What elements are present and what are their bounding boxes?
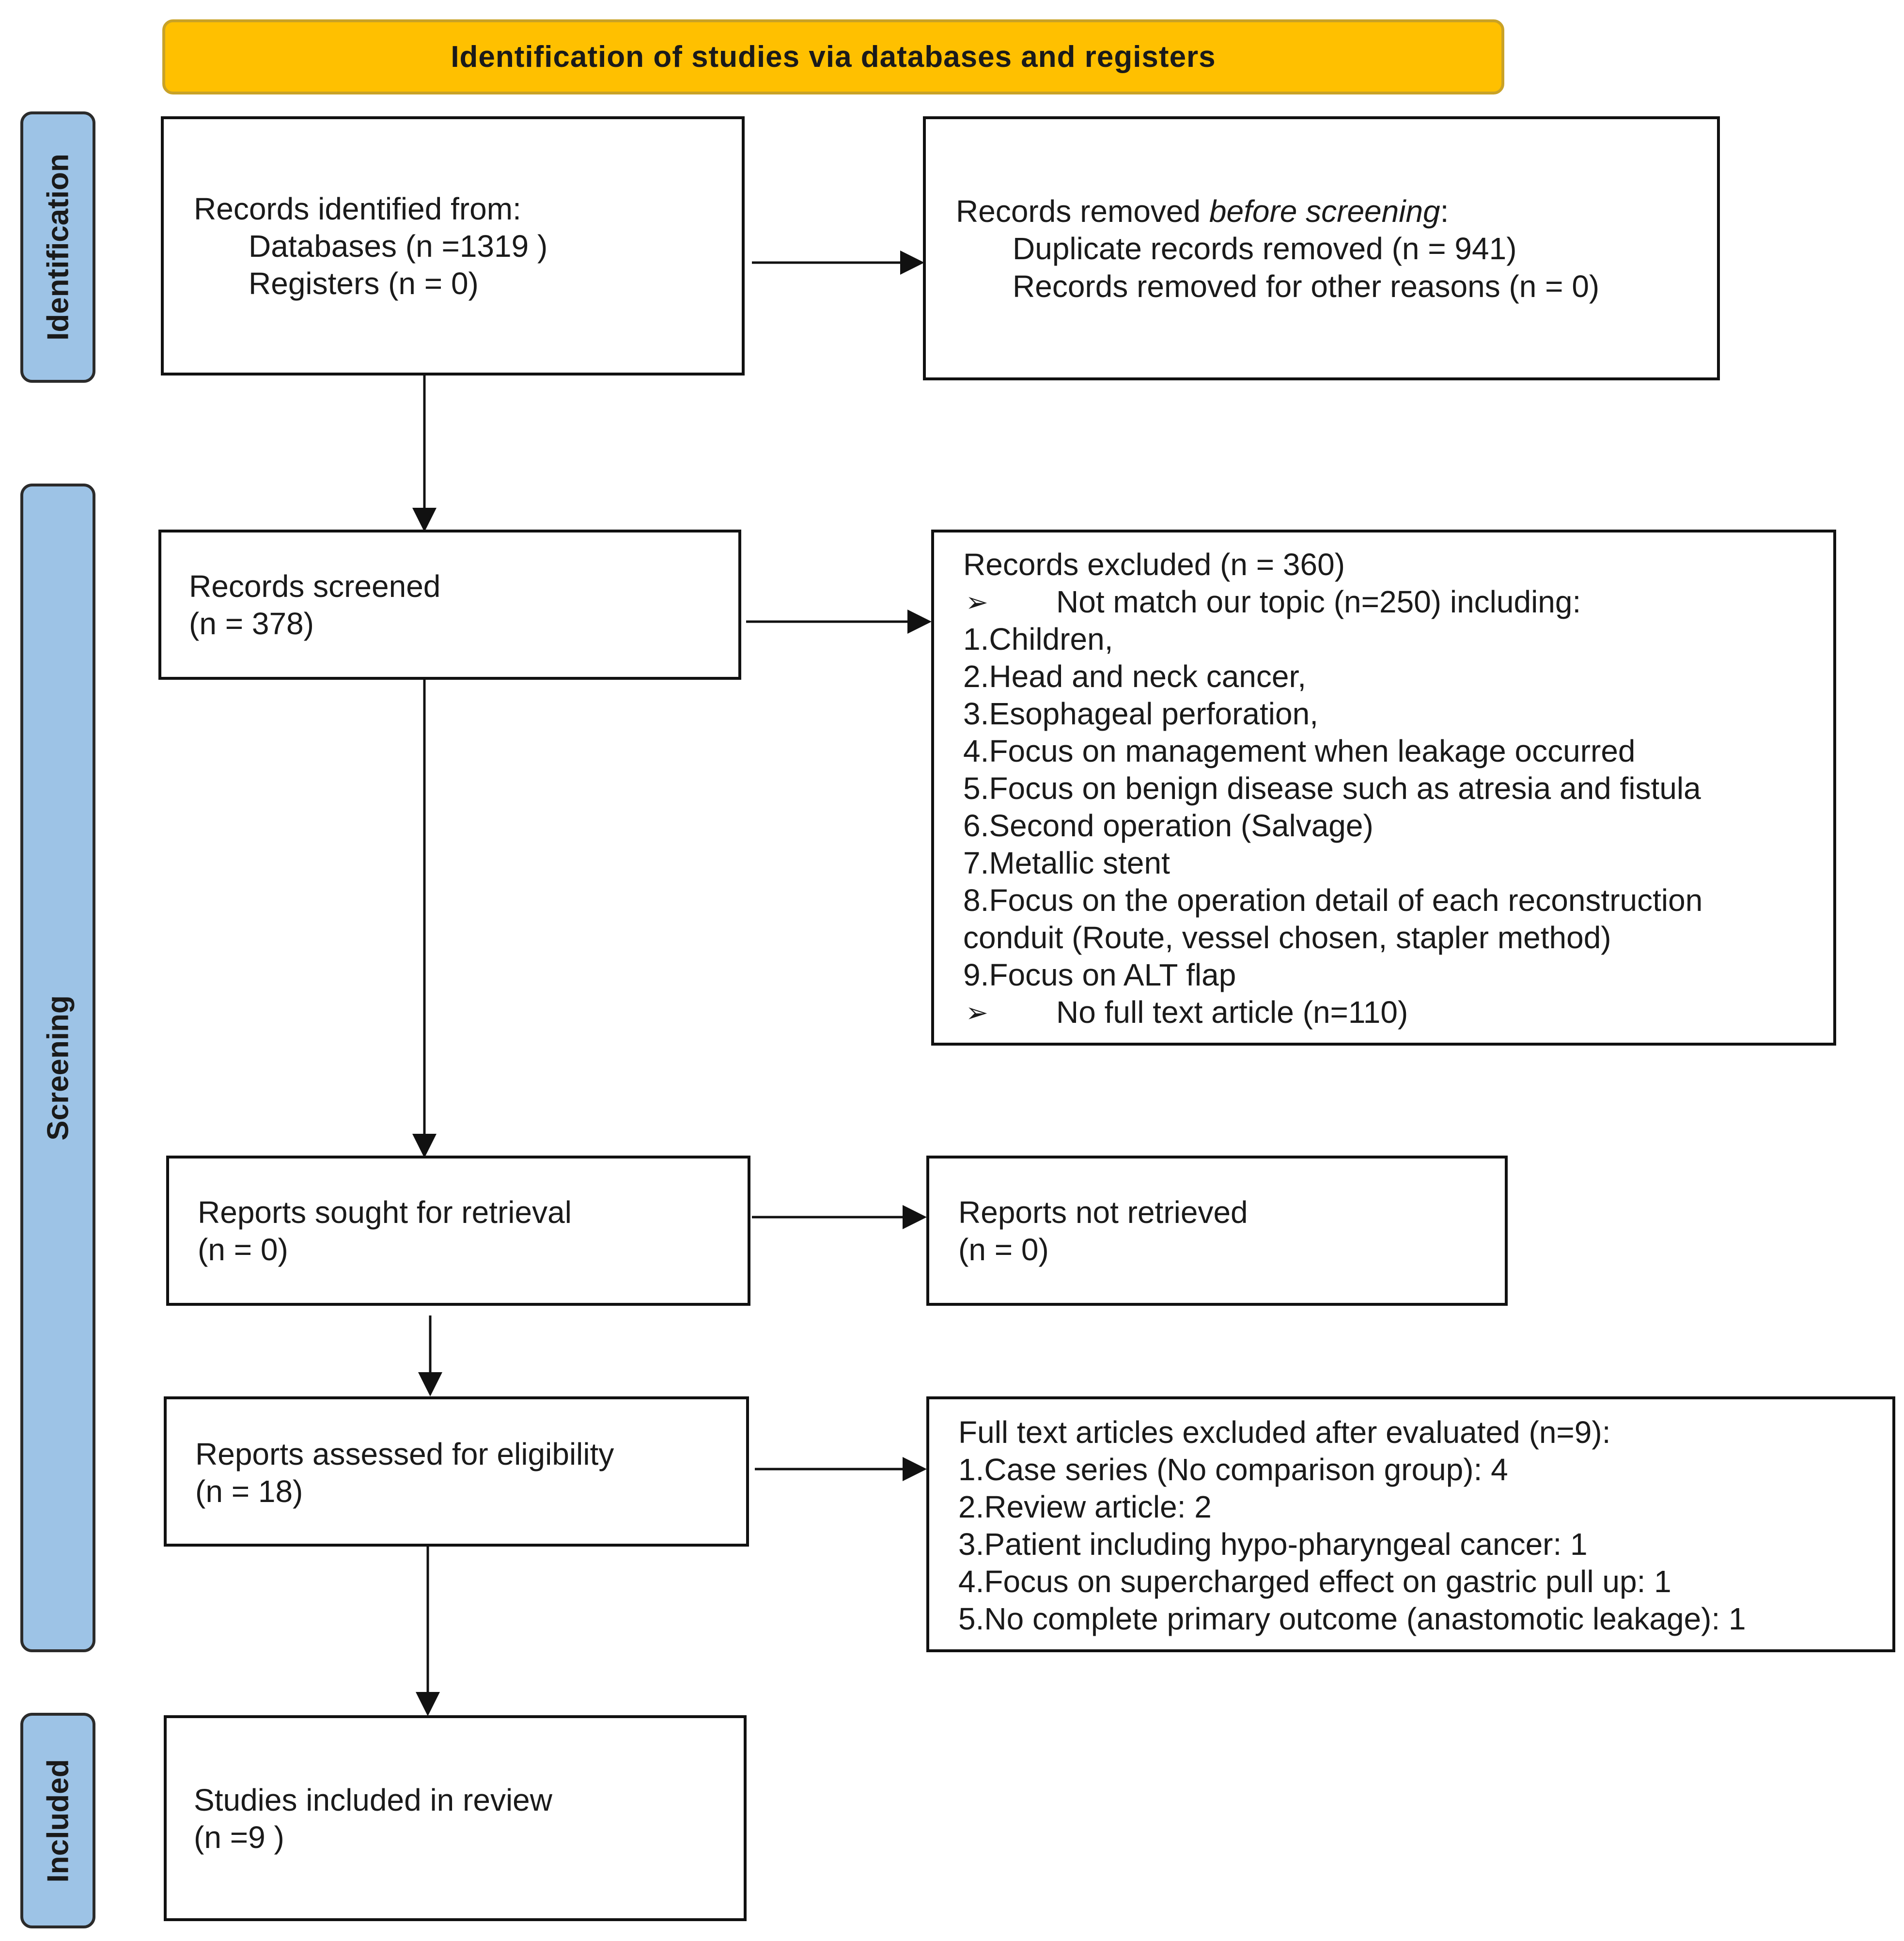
studies-included-box bbox=[164, 1715, 747, 1921]
arrowhead-right bbox=[903, 1205, 927, 1229]
arrowhead-down bbox=[412, 508, 437, 532]
records-screened-label: Records screened bbox=[189, 569, 441, 604]
phase-included: Included bbox=[20, 1713, 95, 1928]
reports-not-retrieved-label: Reports not retrieved bbox=[958, 1195, 1248, 1230]
fulltext-excluded-item: 3.Patient including hypo-pharyngeal canc… bbox=[958, 1527, 1588, 1562]
phase-screening: Screening bbox=[20, 484, 95, 1652]
excluded-topic: Not match our topic (n=250) including: bbox=[1056, 584, 1581, 619]
fulltext-excluded-box bbox=[926, 1396, 1895, 1652]
excluded-item: conduit (Route, vessel chosen, stapler m… bbox=[963, 920, 1611, 955]
records-removed-heading: Records removed before screening: bbox=[956, 193, 1449, 230]
phase-identification: Identification bbox=[20, 111, 95, 383]
arrowhead-right bbox=[900, 250, 924, 275]
records-identified-heading: Records identified from: bbox=[194, 191, 521, 226]
studies-included-label: Studies included in review bbox=[194, 1783, 552, 1817]
records-removed-heading-em: before screening bbox=[1209, 194, 1440, 229]
excluded-item: 2.Head and neck cancer, bbox=[963, 659, 1307, 694]
arrowhead-right bbox=[907, 610, 932, 634]
records-excluded-heading: Records excluded (n = 360) bbox=[963, 547, 1345, 582]
fulltext-excluded-item: 2.Review article: 2 bbox=[958, 1489, 1212, 1524]
records-removed-box bbox=[923, 116, 1720, 380]
records-screened-count: (n = 378) bbox=[189, 606, 314, 641]
excluded-item: 9.Focus on ALT flap bbox=[963, 957, 1236, 992]
excluded-item: 6.Second operation (Salvage) bbox=[963, 808, 1373, 843]
records-removed-heading-pre: Records removed bbox=[956, 194, 1209, 229]
fulltext-excluded-item: 4.Focus on supercharged effect on gastri… bbox=[958, 1564, 1671, 1599]
arrowhead-down bbox=[416, 1692, 440, 1716]
fulltext-excluded-item: 1.Case series (No comparison group): 4 bbox=[958, 1452, 1508, 1487]
excluded-item: 4.Focus on management when leakage occur… bbox=[963, 734, 1636, 768]
fulltext-excluded-item: 5.No complete primary outcome (anastomot… bbox=[958, 1601, 1746, 1636]
reports-sought-label: Reports sought for retrieval bbox=[198, 1195, 572, 1230]
section-banner: Identification of studies via databases … bbox=[162, 19, 1504, 94]
records-removed-other: Records removed for other reasons (n = 0… bbox=[1013, 269, 1600, 304]
bullet-arrow-icon: ➢ bbox=[966, 587, 988, 617]
excluded-item: 5.Focus on benign disease such as atresi… bbox=[963, 771, 1701, 806]
arrowhead-down bbox=[418, 1372, 442, 1396]
studies-included-count: (n =9 ) bbox=[194, 1820, 284, 1855]
arrowhead-right bbox=[903, 1457, 927, 1481]
reports-assessed-label: Reports assessed for eligibility bbox=[195, 1437, 614, 1471]
excluded-no-full-text: No full text article (n=110) bbox=[1056, 995, 1408, 1030]
excluded-item: 3.Esophageal perforation, bbox=[963, 696, 1318, 731]
records-registers: Registers (n = 0) bbox=[249, 266, 479, 301]
excluded-item: 8.Focus on the operation detail of each … bbox=[963, 883, 1703, 918]
reports-not-retrieved-box bbox=[926, 1156, 1508, 1306]
reports-assessed-count: (n = 18) bbox=[195, 1474, 303, 1509]
bullet-arrow-icon: ➢ bbox=[966, 997, 988, 1028]
records-excluded-box bbox=[931, 530, 1836, 1046]
records-screened-box bbox=[158, 530, 741, 680]
arrowhead-down bbox=[412, 1134, 437, 1158]
excluded-item: 1.Children, bbox=[963, 622, 1113, 657]
excluded-item: 7.Metallic stent bbox=[963, 845, 1170, 880]
records-removed-heading-post: : bbox=[1440, 194, 1449, 229]
records-databases: Databases (n =1319 ) bbox=[249, 229, 548, 264]
reports-assessed-box bbox=[164, 1396, 749, 1547]
fulltext-excluded-heading: Full text articles excluded after evalua… bbox=[958, 1415, 1611, 1450]
reports-not-retrieved-count: (n = 0) bbox=[958, 1232, 1049, 1267]
reports-sought-count: (n = 0) bbox=[198, 1232, 288, 1267]
duplicate-records-removed: Duplicate records removed (n = 941) bbox=[1013, 231, 1517, 266]
reports-sought-box bbox=[166, 1156, 750, 1306]
banner-title: Identification of studies via databases … bbox=[451, 40, 1216, 74]
records-identified-box bbox=[161, 116, 745, 376]
